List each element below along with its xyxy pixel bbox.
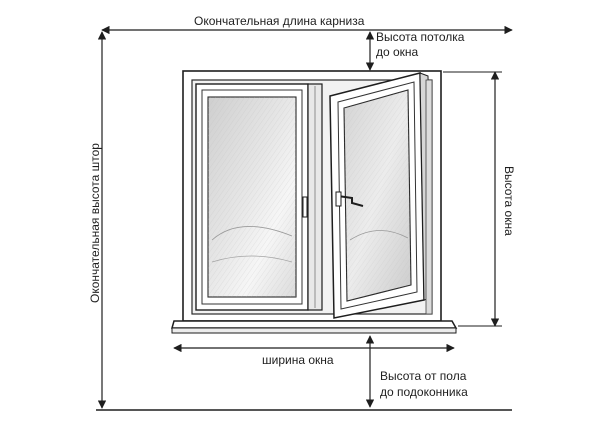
ceiling-to-window-label-line2: до окна — [376, 45, 419, 59]
window-sill — [171, 320, 458, 329]
curtain-height-label: Окончательная высота штор — [88, 143, 102, 303]
left-sash-inner — [201, 89, 303, 305]
window-height-label: Высота окна — [502, 166, 516, 236]
cornice-length-label: Окончательная длина карниза — [192, 14, 367, 29]
left-handle-icon — [302, 196, 308, 218]
window-width-label: ширина окна — [262, 353, 334, 367]
right-handle-icon — [337, 195, 364, 207]
ceiling-to-window-label-line1: Высота потолка — [376, 30, 465, 44]
dimension-lines — [96, 25, 513, 411]
window-illustration — [171, 70, 458, 334]
floor-to-sill-label-line2: до подоконника — [380, 385, 468, 399]
floor-to-sill-label-line1: Высота от пола — [380, 369, 467, 383]
